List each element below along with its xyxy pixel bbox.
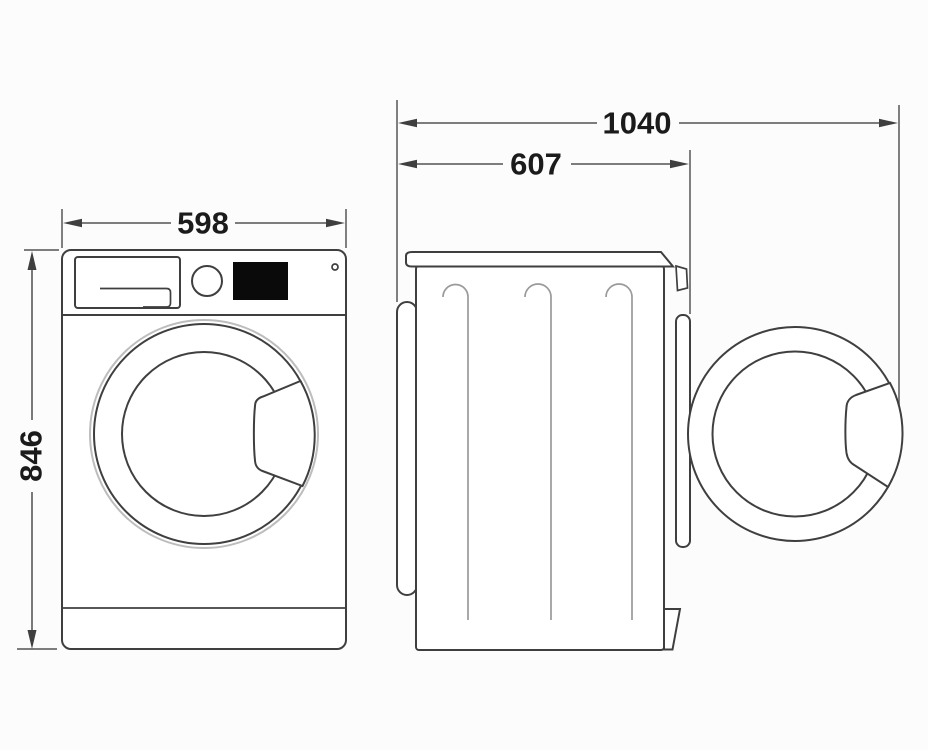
arrow-left-icon (398, 159, 417, 169)
plinth-side (663, 608, 682, 651)
control-fascia (675, 264, 689, 292)
drawer-handle-groove (100, 287, 172, 308)
display-screen (233, 262, 288, 300)
arrow-right-icon (879, 118, 898, 128)
depth-label: 607 (510, 147, 562, 182)
dim-height: 846 (14, 249, 59, 650)
program-knob (191, 265, 223, 297)
power-led (331, 263, 339, 271)
top-lid (405, 251, 676, 268)
width-label: 598 (177, 206, 229, 241)
door-handle (252, 379, 316, 488)
drum-guide-line-3 (605, 283, 633, 620)
depth-door-open-label: 1040 (603, 106, 672, 141)
door-outer-ring-light (89, 319, 319, 549)
front-view (61, 249, 347, 650)
side-view (396, 251, 904, 651)
arrow-left-icon (63, 218, 82, 228)
open-door (687, 326, 904, 542)
open-door-handle (844, 381, 904, 489)
arrow-left-icon (398, 118, 417, 128)
dim-depth-door-open: 1040 (396, 100, 900, 408)
drum-guide-line-1 (442, 283, 469, 620)
dim-depth: 607 (398, 147, 691, 314)
height-label: 846 (14, 430, 49, 482)
detergent-drawer (74, 256, 181, 309)
rear-bumper (396, 301, 418, 596)
door (89, 319, 319, 549)
dim-width: 598 (61, 206, 347, 248)
side-cabinet (415, 265, 665, 651)
arrow-right-icon (670, 159, 689, 169)
drum-guide-line-2 (524, 283, 552, 620)
arrow-up-icon (27, 251, 37, 270)
arrow-right-icon (326, 218, 345, 228)
arrow-down-icon (27, 630, 37, 649)
